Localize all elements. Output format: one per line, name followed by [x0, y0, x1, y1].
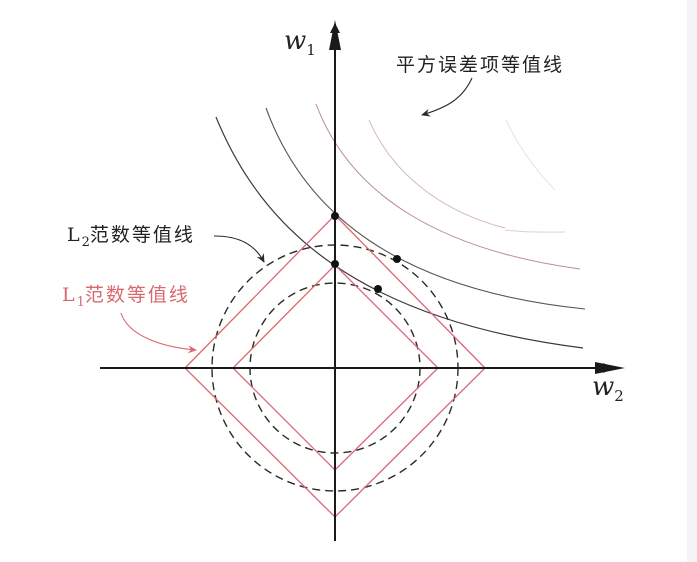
contour-arc-3 [315, 103, 581, 270]
squared-error-contour-label: 平方误差项等值线 [396, 54, 565, 76]
axes [100, 20, 625, 541]
w1-label-sub: 1 [306, 41, 316, 60]
contour-arc-2 [265, 107, 586, 310]
point-l2-inner-tangent [374, 285, 382, 293]
l1-norm-contour-label: L1范数等值线 [62, 286, 190, 309]
point-l1-outer-tangent [331, 212, 339, 220]
w1-label-var: w [284, 26, 307, 56]
intersection-points [331, 212, 401, 293]
squared-error-pointer-arrow [421, 77, 473, 117]
l1-text: 范数等值线 [84, 284, 190, 306]
w2-axis-label: w2 [592, 374, 624, 404]
l1-prefix: L [62, 284, 77, 306]
w2-label-sub: 2 [614, 387, 624, 406]
l2-sub: 2 [81, 234, 90, 250]
contour-arc-4 [368, 119, 506, 229]
l2-pointer-arrow [213, 235, 265, 263]
point-l1-inner-tangent [331, 260, 339, 268]
page-edge [687, 0, 697, 562]
l1-sub: 1 [76, 294, 85, 310]
w1-axis-label: w1 [284, 28, 316, 58]
l2-text: 范数等值线 [89, 224, 195, 246]
l2-prefix: L [67, 224, 82, 246]
w2-axis-arrowhead-icon [595, 362, 625, 374]
point-l2-outer-tangent [393, 255, 401, 263]
contour-arc-6 [505, 119, 556, 191]
l1-pointer-arrow [120, 312, 197, 354]
contour-arc-5 [504, 229, 566, 233]
l2-norm-contour-label: L2范数等值线 [67, 226, 195, 249]
w2-label-var: w [592, 372, 615, 402]
w1-axis-arrowhead-icon [329, 20, 341, 50]
